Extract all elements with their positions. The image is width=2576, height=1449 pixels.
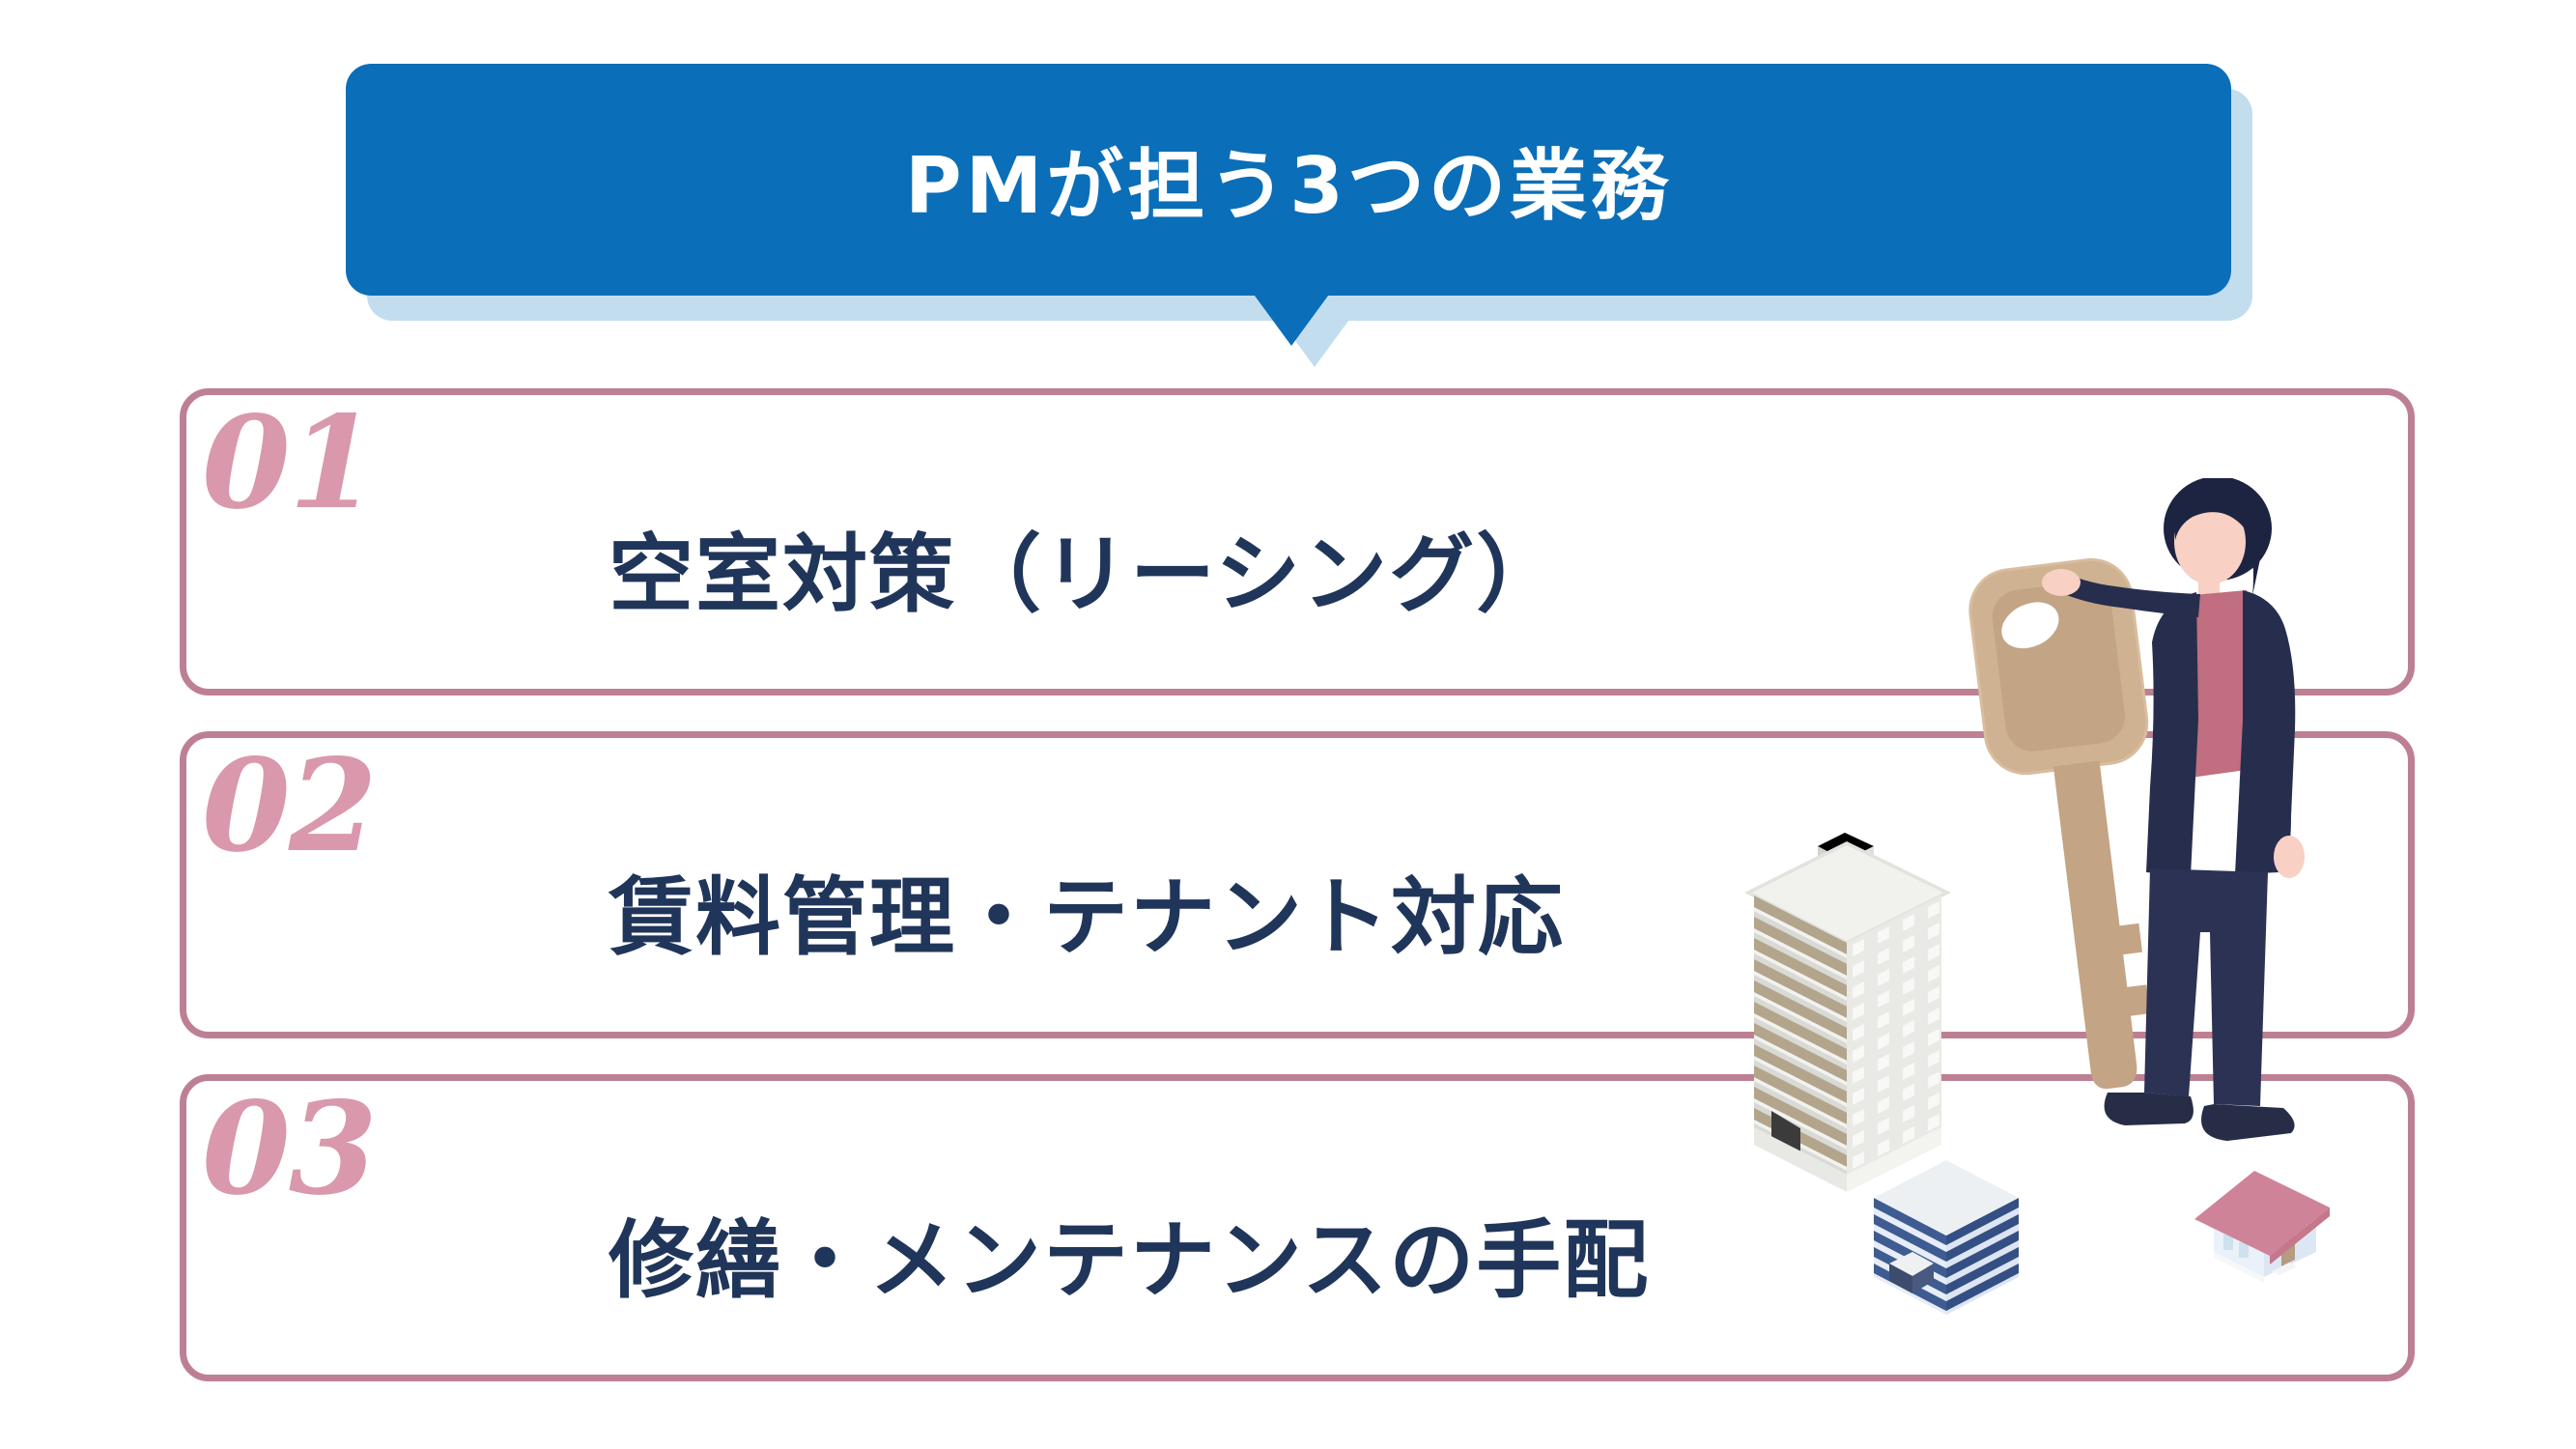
apartment-roof [1752, 845, 1943, 941]
person-hand [2274, 836, 2305, 878]
apartment-building-icon [1744, 833, 1951, 1192]
apartment-base-left [1754, 1127, 1847, 1192]
house-roof [2194, 1171, 2330, 1256]
task-number-2: 02 [202, 731, 378, 881]
house-window [2223, 1235, 2233, 1250]
person-jacket-right [2235, 590, 2296, 874]
person-hair-fringe [2175, 495, 2264, 596]
person-shirt [2183, 590, 2260, 778]
task-label-1: 空室対策（リーシング） [609, 525, 1564, 624]
person-shoe-left [2104, 1093, 2194, 1125]
office-building-icon [1874, 1160, 2019, 1316]
house-base [2214, 1252, 2264, 1283]
person-figure [2042, 478, 2305, 1141]
page-title: PMが担う3つの業務 [905, 141, 1672, 231]
title-banner: PMが担う3つの業務 [346, 64, 2231, 296]
giant-key-icon [1968, 557, 2150, 1090]
person-hand-on-key [2042, 569, 2081, 596]
house-window [2239, 1242, 2249, 1258]
person-holding-key-illustration [1968, 478, 2305, 1141]
task-number-3: 03 [202, 1074, 378, 1224]
person-shoe-right [2201, 1104, 2295, 1141]
house-roof-edge [2270, 1208, 2330, 1264]
task-number-1: 01 [202, 388, 378, 538]
task-label-2: 賃料管理・テナント対応 [609, 867, 1566, 967]
apartment-base-right [1847, 1127, 1941, 1192]
office-right-face [1946, 1197, 2019, 1315]
task-label-3: 修繕・メンテナンスの手配 [609, 1210, 1651, 1310]
office-entrance [1889, 1252, 1934, 1293]
person-neck [2198, 575, 2220, 594]
apartment-right-face [1847, 895, 1941, 1175]
task-row-3 [180, 1074, 2415, 1381]
task-row-1 [180, 388, 2415, 696]
house-icon [2194, 1171, 2330, 1283]
person-trousers [2144, 868, 2268, 1106]
house-porch [2272, 1263, 2297, 1275]
task-row-2 [180, 731, 2415, 1038]
apartment-left-face [1754, 895, 1847, 1175]
person-arm [2059, 573, 2200, 617]
person-jacket-left [2146, 592, 2198, 876]
person-face [2174, 499, 2246, 584]
